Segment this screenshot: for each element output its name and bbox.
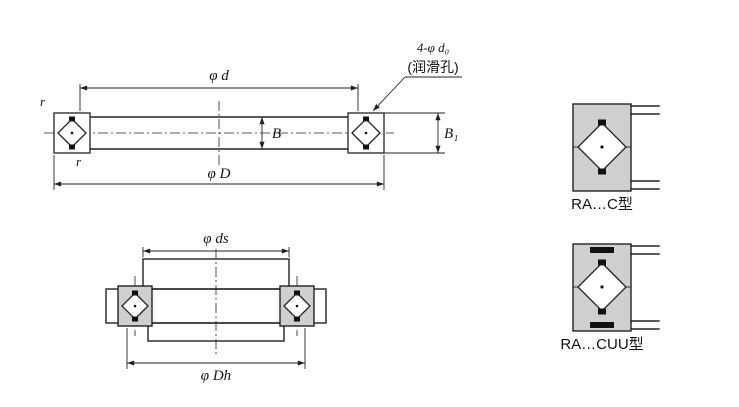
bearing-section-view: φ d 4-φ d₀ (润滑孔) B B₁ φ D r <box>40 40 462 190</box>
phi-Dh-dimension: φ Dh <box>126 328 306 384</box>
phi-d-dimension: φ d <box>79 68 359 111</box>
phi-d-label: φ d <box>209 68 229 84</box>
type-cuu-top-spacer <box>598 259 606 266</box>
right-roller-top-spacer <box>363 116 369 122</box>
lube-hole-label: 4-φ d₀ <box>417 40 449 55</box>
phi-D-dimension: φ D <box>53 155 385 190</box>
b1-label: B₁ <box>444 126 458 142</box>
type-c-top-spacer <box>598 119 606 126</box>
type-cuu-bottom-spacer <box>598 308 606 315</box>
phi-D-label: φ D <box>208 166 231 182</box>
right-roller-bottom-spacer <box>363 144 369 150</box>
mount-right-roller-block <box>279 285 315 327</box>
phi-ds-label: φ ds <box>203 231 229 247</box>
phi-Dh-label: φ Dh <box>201 368 231 384</box>
left-roller-axis-dot <box>70 131 74 135</box>
right-roller-block <box>347 112 385 154</box>
b-dimension: B <box>259 117 281 149</box>
mount-left-roller-block <box>117 285 153 327</box>
top-clamp-plate <box>142 258 290 290</box>
type-cuu-label: RA…CUU型 <box>560 336 643 353</box>
fillet-r-bottom-label: r <box>76 154 82 169</box>
type-cuu-bottom-seal <box>590 322 614 328</box>
fillet-r-top-label: r <box>40 94 46 109</box>
right-roller-axis-dot <box>364 131 368 135</box>
lube-hole-callout: 4-φ d₀ (润滑孔) <box>372 40 462 112</box>
type-c-label: RA…C型 <box>571 196 633 213</box>
type-cuu-figure: RA…CUU型 <box>560 243 660 353</box>
lube-hole-note: (润滑孔) <box>407 59 458 75</box>
bottom-spigot-plate <box>147 322 285 342</box>
left-roller-top-spacer <box>69 116 75 122</box>
type-c-figure: RA…C型 <box>571 103 660 213</box>
type-c-bottom-spacer <box>598 168 606 175</box>
b-label: B <box>272 126 281 142</box>
left-roller-bottom-spacer <box>69 144 75 150</box>
bearing-mounting-view: φ ds φ Dh <box>105 231 327 384</box>
type-cuu-top-seal <box>590 247 614 253</box>
phi-ds-dimension: φ ds <box>142 231 290 257</box>
b1-dimension: B₁ <box>384 112 458 154</box>
left-roller-block <box>53 112 91 154</box>
leader-arrow <box>372 76 406 112</box>
